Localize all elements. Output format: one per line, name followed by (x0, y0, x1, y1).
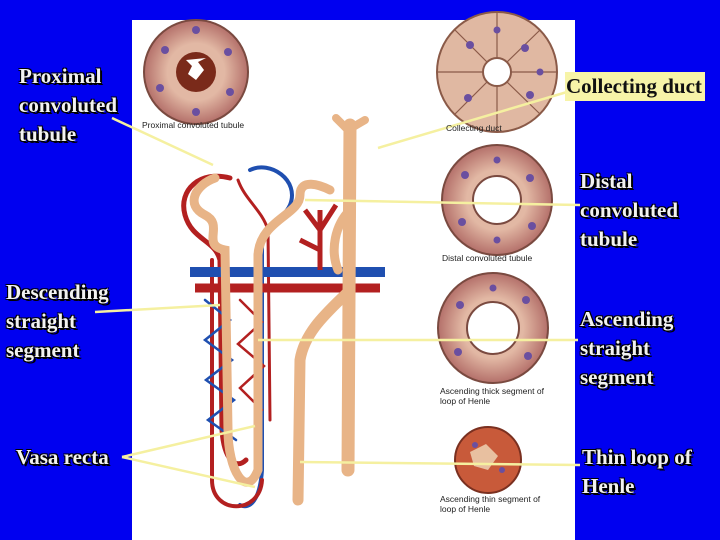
caption-distal: Distal convoluted tubule (442, 253, 533, 263)
ascending-thick-cross-section (437, 272, 549, 384)
caption-proximal: Proximal convoluted tubule (142, 120, 245, 130)
label-descending-straight-segment: Descending straight segment (6, 280, 109, 362)
proximal-tubule-cross-section (143, 19, 249, 125)
collecting-duct-cross-section (436, 11, 558, 133)
label-ascending-straight-segment: Ascending straight segment (580, 307, 674, 389)
label-vasa-recta: Vasa recta (16, 445, 109, 469)
label-distal-convoluted-tubule: Distal convoluted tubule (580, 169, 679, 251)
thin-segment-cross-section (454, 426, 522, 494)
label-thin-loop-of-henle: Thin loop of Henle (582, 445, 692, 498)
leader-lines (94, 90, 581, 489)
label-collecting-duct: Collecting duct (565, 72, 705, 101)
distal-tubule-cross-section (441, 144, 553, 256)
label-proximal-convoluted-tubule: Proximal convoluted tubule (19, 64, 118, 146)
nephron-tubules (189, 114, 369, 506)
caption-collecting: Collecting duct (446, 123, 502, 133)
